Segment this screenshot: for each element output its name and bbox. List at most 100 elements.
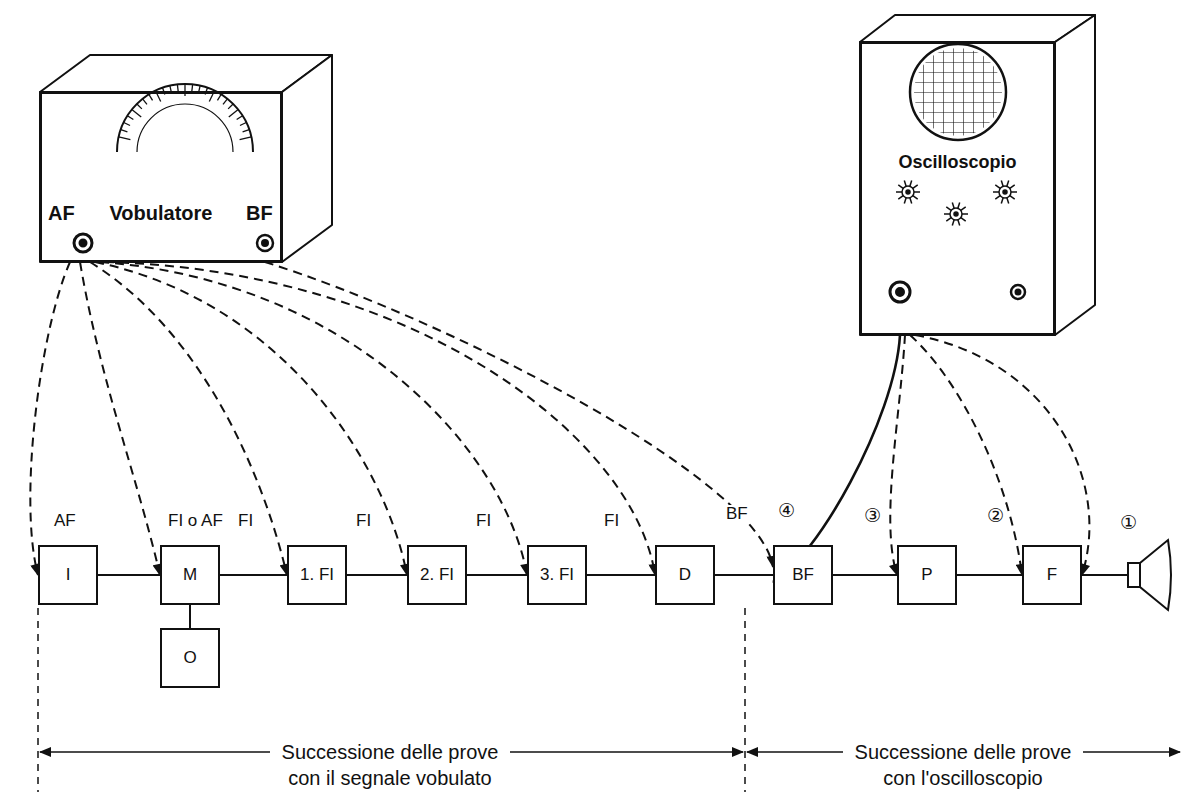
signal-name: FI <box>236 512 255 531</box>
stage-name: BF <box>792 565 814 585</box>
stage-box: O <box>160 628 220 688</box>
signal-wire <box>833 574 897 576</box>
knob-ray <box>1010 196 1015 200</box>
dial-tick <box>217 94 221 100</box>
signal-name: AF <box>52 512 78 531</box>
callout-number: ③ <box>862 505 883 526</box>
dial-tick <box>177 84 179 91</box>
callout-number: ① <box>1118 512 1139 533</box>
panel-label: AF <box>47 202 76 225</box>
dial-inner-arc <box>137 104 233 152</box>
knob-center <box>906 190 910 194</box>
sweep-generator-housing <box>40 55 332 262</box>
input-jack <box>890 282 910 302</box>
housing-side <box>282 55 332 262</box>
knob-ray <box>995 196 1000 200</box>
callout-number: ② <box>985 505 1006 526</box>
stage-box: 1. FI <box>287 545 347 605</box>
range-caption: Successione delle prove con l'oscillosco… <box>843 739 1083 791</box>
stage-box: F <box>1022 545 1082 605</box>
knob <box>950 208 962 220</box>
signal-wire <box>957 574 1022 576</box>
callout-number: ④ <box>776 500 797 521</box>
stage-name: F <box>1047 565 1057 585</box>
stage-box: I <box>38 545 98 605</box>
housing-front <box>40 92 282 262</box>
knob-ray <box>958 203 960 209</box>
probe-lead-dashed <box>90 262 287 575</box>
bf-jack <box>257 235 273 251</box>
knobs <box>896 181 1017 226</box>
knob-ray <box>962 213 968 215</box>
range-caption: Successione delle prove con il segnale v… <box>270 739 510 791</box>
knob-ray <box>910 181 912 187</box>
stage-box: 3. FI <box>527 545 587 605</box>
extension-line <box>37 608 39 792</box>
dial-tick <box>127 116 133 120</box>
signal-wire <box>715 574 773 576</box>
dial-tick <box>132 110 141 117</box>
ground-jack-core <box>1016 290 1021 295</box>
stage-name: 2. FI <box>420 565 454 585</box>
dial-tick <box>124 122 130 125</box>
loudspeaker-symbol <box>1082 540 1171 610</box>
dial-tick <box>223 99 227 104</box>
housing-front <box>860 42 1055 335</box>
dial-tick <box>243 130 250 132</box>
knob-ray <box>952 203 954 209</box>
knob-ray <box>1007 181 1009 187</box>
knob-ray <box>946 207 951 211</box>
probe-lead-dashed <box>890 335 905 575</box>
speaker-cone <box>1140 540 1171 610</box>
knob-ray <box>898 185 903 189</box>
screen-bezel <box>910 44 1006 140</box>
signal-name: FI <box>474 512 493 531</box>
stage-name: 3. FI <box>540 565 574 585</box>
knob-ray <box>993 191 999 193</box>
speaker-wire <box>1082 574 1128 576</box>
knob-ray <box>1007 198 1009 204</box>
knob <box>999 186 1011 198</box>
dial-arc <box>117 84 253 152</box>
stage-box: D <box>655 545 715 605</box>
dial-tick <box>229 110 238 117</box>
dial-tick <box>121 130 128 132</box>
dial-tick <box>119 137 131 140</box>
knob-ray <box>1001 181 1003 187</box>
housing-side <box>1055 15 1095 335</box>
stage-name: 1. FI <box>300 565 334 585</box>
knob-ray <box>896 191 902 193</box>
probe-lead-dashed <box>915 335 1089 575</box>
stage-name: P <box>921 565 932 585</box>
stage-name: D <box>679 565 691 585</box>
dial-tick <box>237 116 243 120</box>
extension-line <box>744 608 746 792</box>
af-jack-core <box>80 240 87 247</box>
stage-box: P <box>897 545 957 605</box>
ground-jack <box>1011 285 1025 299</box>
knob-ray <box>1011 191 1017 193</box>
signal-wire <box>587 574 655 576</box>
signal-wire <box>98 574 160 576</box>
knob-ray <box>961 207 966 211</box>
oscilloscope-housing <box>860 15 1095 335</box>
signal-name: FI <box>354 512 373 531</box>
dial-tick <box>149 94 153 100</box>
sweep-generator: AFVobulatoreBF <box>40 92 282 262</box>
signal-wire <box>347 574 407 576</box>
knob-ray <box>914 191 920 193</box>
signal-name: FI <box>602 512 621 531</box>
probe-lead-dashed <box>265 262 773 567</box>
stage-box: BF <box>773 545 833 605</box>
stage-name: O <box>183 648 196 668</box>
knob-ray <box>995 185 1000 189</box>
dial-tick <box>143 99 147 104</box>
panel-label: BF <box>245 202 274 225</box>
oscilloscope: Oscilloscopio <box>860 42 1055 335</box>
dial-tick <box>228 104 233 109</box>
dial-tick <box>137 104 142 109</box>
speaker-magnet <box>1128 563 1140 587</box>
knob-ray <box>946 218 951 222</box>
probe-lead-dashed <box>100 262 527 575</box>
